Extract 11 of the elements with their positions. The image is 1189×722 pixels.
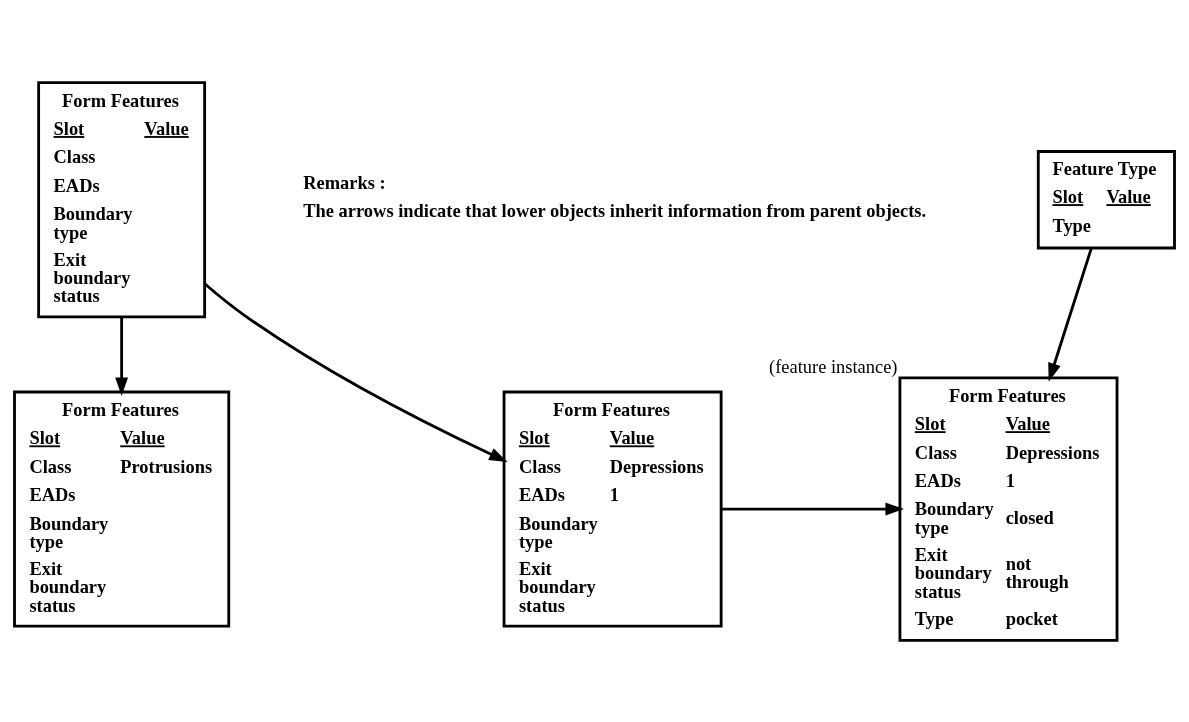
arrow — [1048, 247, 1093, 382]
arrow — [204, 282, 508, 462]
node-box: Form Features Slot Value Class EADs Boundary type Exit boundary status — [37, 80, 207, 318]
node-box: Form Features Slot Value Class Protrusions EADs Boundary type Exit boundary status — [13, 390, 231, 628]
node-box: Feature Type Slot Value Type — [1036, 149, 1176, 249]
arrow — [721, 502, 904, 516]
label: Remarks : — [303, 172, 386, 193]
node-box: Form Features Slot Value Class Depressions EADs 1 Boundary type Exit boundary status — [502, 390, 723, 628]
label: The arrows indicate that lower objects inherit information from parent objects. — [303, 200, 927, 221]
node-label: (feature instance) — [769, 356, 898, 377]
arrow — [115, 316, 129, 396]
